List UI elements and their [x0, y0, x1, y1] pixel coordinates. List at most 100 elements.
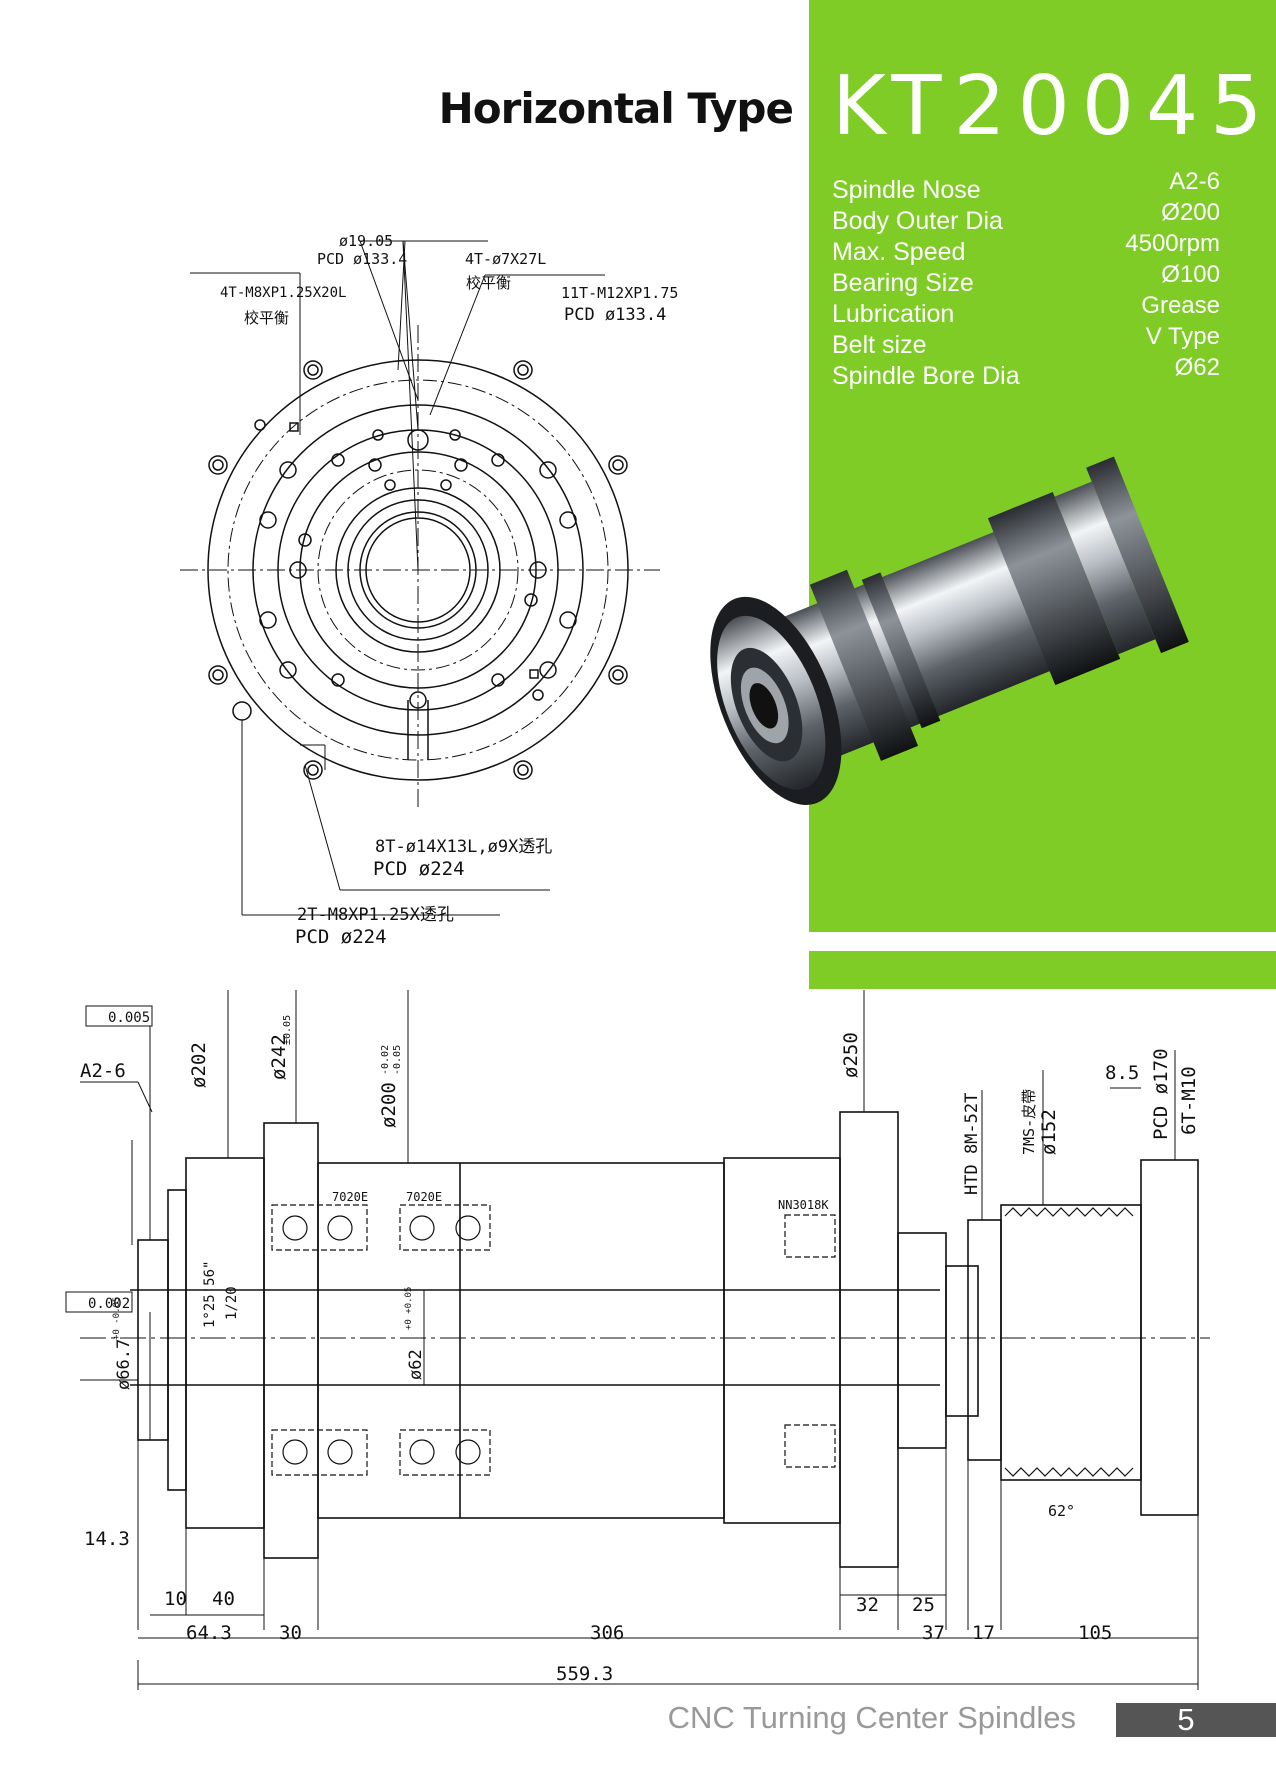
bearing-rear-1	[784, 1214, 836, 1258]
bolt-hole	[517, 764, 529, 776]
callout-tapped-note: 校平衡	[244, 309, 290, 327]
leader-line	[397, 240, 406, 371]
groove-angle: 62°	[1048, 1502, 1076, 1520]
rear-flange	[839, 1111, 899, 1568]
dim-d62: ø62	[406, 1349, 426, 1380]
bolt-hole	[612, 459, 624, 471]
belt-label: 7MS-皮帶	[1020, 1088, 1038, 1155]
mounting-hole	[529, 669, 539, 679]
vbelt-pulley	[1000, 1204, 1142, 1481]
bolt-hole	[307, 764, 319, 776]
mounting-hole	[298, 533, 312, 547]
dim-306: 306	[590, 1622, 625, 1644]
bolt-hole	[212, 669, 224, 681]
mounting-hole	[539, 661, 557, 679]
bearing-front-1	[271, 1204, 368, 1251]
leader-line	[429, 274, 486, 416]
dim-37: 37	[922, 1622, 945, 1644]
green-divider-strip	[809, 951, 1276, 989]
callout-thread-holes: 11T-M12XP1.75	[561, 284, 679, 302]
spec-label: Lubrication	[832, 300, 955, 328]
bolt-hole	[608, 455, 628, 475]
htd-pulley-label: HTD 8M-52T	[962, 1092, 982, 1195]
spec-value: A2-6	[1169, 168, 1220, 195]
body-tube	[317, 1162, 725, 1519]
callout-hole-pcd: PCD ø133.4	[317, 250, 408, 268]
dim-25: 25	[912, 1594, 935, 1616]
mounting-hole	[279, 661, 297, 679]
nose-label: A2-6	[80, 1060, 126, 1082]
spec-value: V Type	[1145, 323, 1220, 350]
mounting-hole	[289, 422, 299, 432]
mounting-hole	[559, 511, 577, 529]
spec-label: Spindle Nose	[832, 176, 981, 204]
page-number-box: 5	[1116, 1703, 1276, 1737]
bolt-hole	[212, 459, 224, 471]
dim-d242-tol: ±0.05	[282, 1014, 293, 1045]
mounting-hole	[279, 461, 297, 479]
mounting-hole	[331, 453, 345, 467]
callout-counterbore-pcd: PCD ø224	[373, 858, 465, 880]
leader-line	[304, 764, 341, 891]
mounting-hole	[232, 701, 252, 721]
bearing-ball	[455, 1439, 481, 1465]
mounting-hole	[384, 479, 396, 491]
spec-label: Bearing Size	[832, 269, 974, 297]
spec-row: Belt size V Type	[832, 323, 1220, 360]
dim-17: 17	[972, 1622, 995, 1644]
mounting-hole	[529, 561, 547, 579]
mounting-hole	[440, 479, 452, 491]
mounting-hole	[532, 689, 544, 701]
spec-value: Ø200	[1161, 199, 1220, 226]
front-housing	[185, 1157, 265, 1529]
mounting-hole	[331, 673, 345, 687]
callout-through-pcd: PCD ø224	[295, 926, 387, 948]
leader-line	[402, 240, 419, 431]
dim-30: 30	[279, 1622, 302, 1644]
spec-label: Body Outer Dia	[832, 207, 1003, 235]
bearing-ball	[409, 1439, 435, 1465]
bolt-hole	[303, 360, 323, 380]
green-spec-panel	[809, 0, 1276, 932]
bearing-ball	[327, 1439, 353, 1465]
spec-row: Body Outer Dia Ø200	[832, 199, 1220, 236]
spec-label: Belt size	[832, 331, 927, 359]
tolerance-top: 0.005	[108, 1010, 151, 1026]
dim-d66-7: ø66.7	[114, 1338, 134, 1390]
bolt-hole	[307, 364, 319, 376]
mounting-hole	[259, 611, 277, 629]
type-title: Horizontal Type	[438, 84, 794, 133]
mounting-hole	[449, 429, 461, 441]
bearing-ball	[455, 1215, 481, 1241]
pulley-hub	[945, 1265, 979, 1417]
bolt-hole	[513, 360, 533, 380]
mounting-hole	[454, 458, 468, 472]
side-view-drawing	[65, 990, 1210, 1690]
bearing-front-4	[399, 1429, 491, 1476]
mounting-hole	[491, 453, 505, 467]
bearing-front-3	[271, 1429, 368, 1476]
thread-m10: 6T-M10	[1178, 1066, 1200, 1135]
bolt-hole	[303, 760, 323, 780]
callout-thread-pcd: PCD ø133.4	[564, 305, 667, 325]
htd-pulley	[967, 1219, 1002, 1461]
dim-14-3: 14.3	[84, 1528, 130, 1550]
model-title: KT20045	[832, 59, 1275, 154]
dim-d152: ø152	[1038, 1109, 1060, 1155]
tolerance-bottom: 0.002	[88, 1296, 131, 1312]
tolerance-box-bottom	[65, 1291, 133, 1313]
leader-line	[402, 240, 419, 571]
dim-pcd170: PCD ø170	[1150, 1048, 1172, 1140]
front-cap	[167, 1189, 187, 1491]
spec-value: Ø62	[1174, 354, 1220, 381]
tolerance-box-top	[85, 1005, 153, 1027]
bolt-hole	[517, 364, 529, 376]
mounting-hole	[409, 691, 427, 709]
dim-leader	[137, 1081, 153, 1113]
callout-hole-size: ø19.05	[339, 232, 394, 250]
mounting-hole	[559, 611, 577, 629]
